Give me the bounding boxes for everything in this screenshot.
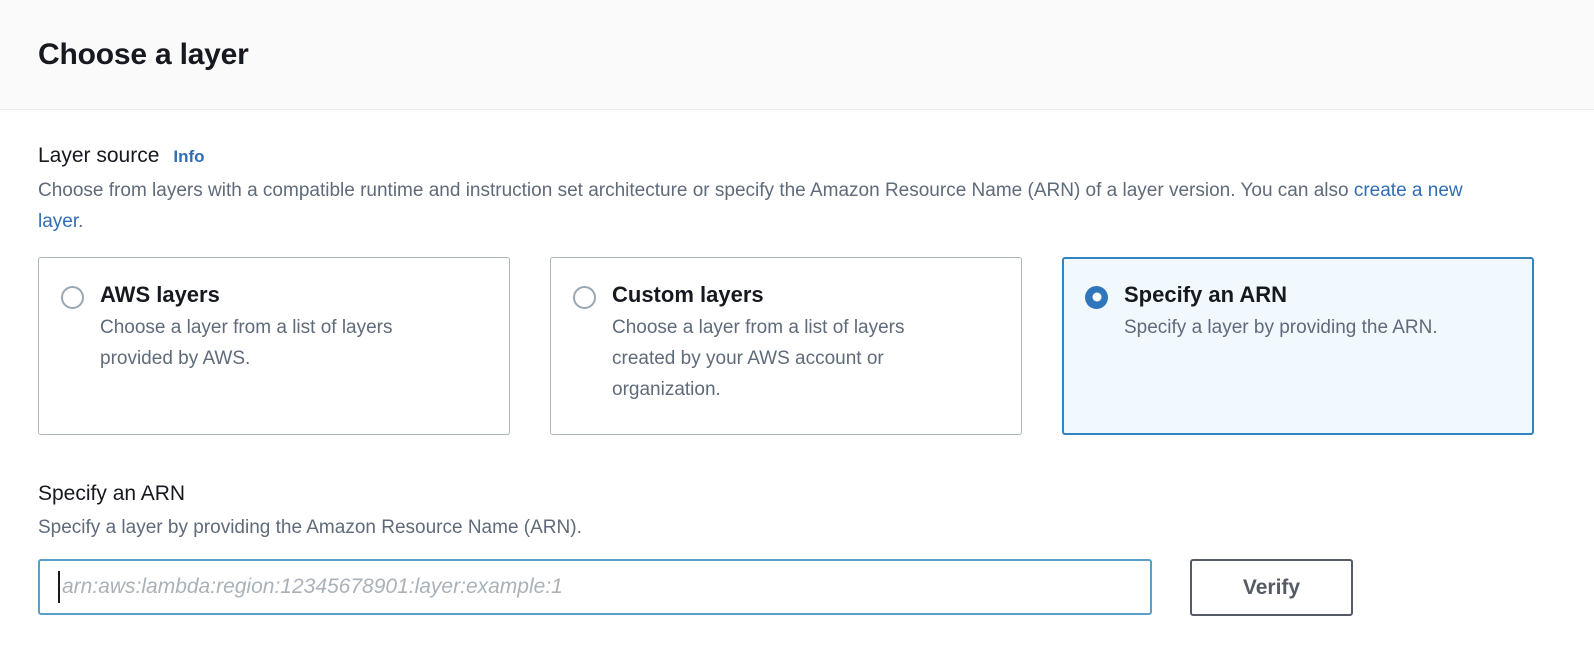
radio-tile-description: Choose a layer from a list of layers pro… bbox=[100, 316, 393, 369]
layer-source-description: Choose from layers with a compatible run… bbox=[38, 176, 1498, 238]
radio-dot-icon bbox=[1092, 292, 1101, 302]
page-title: Choose a layer bbox=[38, 37, 249, 71]
arn-input-wrapper bbox=[38, 559, 1152, 616]
radio-tile-label: Specify an ARN bbox=[1124, 281, 1288, 307]
layer-source-description-text-1: Choose from layers with a compatible run… bbox=[38, 180, 1354, 202]
radio-tile-description: Choose a layer from a list of layers cre… bbox=[612, 316, 905, 400]
radio-tile-specify-an-arn-text: Specify an ARN Specify a layer by provid… bbox=[1124, 282, 1438, 344]
specify-arn-heading: Specify an ARN bbox=[38, 481, 186, 505]
radio-tile-specify-an-arn[interactable]: Specify an ARN Specify a layer by provid… bbox=[1062, 256, 1534, 435]
layer-source-label: Layer source bbox=[38, 144, 160, 167]
specify-arn-section: Specify an ARN Specify a layer by provid… bbox=[38, 481, 1556, 617]
verify-button[interactable]: Verify bbox=[1190, 559, 1353, 617]
arn-input[interactable] bbox=[38, 559, 1152, 616]
layer-source-description-text-2: . bbox=[78, 210, 84, 232]
info-link[interactable]: Info bbox=[173, 147, 205, 166]
radio-tile-aws-layers-text: AWS layers Choose a layer from a list of… bbox=[100, 282, 460, 375]
layer-source-radio-group: AWS layers Choose a layer from a list of… bbox=[38, 256, 1556, 435]
radio-tile-description: Specify a layer by providing the ARN. bbox=[1124, 316, 1438, 338]
radio-icon-aws-layers[interactable] bbox=[61, 285, 84, 309]
create-a-new-layer-link[interactable]: create a new layer bbox=[38, 180, 1463, 232]
radio-tile-aws-layers[interactable]: AWS layers Choose a layer from a list of… bbox=[38, 256, 510, 435]
radio-icon-custom-layers[interactable] bbox=[573, 285, 596, 309]
radio-tile-custom-layers-text: Custom layers Choose a layer from a list… bbox=[612, 282, 972, 406]
specify-arn-description: Specify a layer by providing the Amazon … bbox=[38, 516, 582, 538]
radio-tile-custom-layers[interactable]: Custom layers Choose a layer from a list… bbox=[550, 256, 1022, 435]
specify-arn-input-row: Verify bbox=[38, 559, 1556, 617]
radio-icon-specify-an-arn[interactable] bbox=[1085, 285, 1108, 309]
panel-header: Choose a layer bbox=[0, 0, 1594, 110]
text-caret bbox=[58, 571, 60, 604]
radio-tile-label: AWS layers bbox=[100, 281, 220, 307]
layer-source-label-row: Layer source Info bbox=[38, 144, 1556, 167]
panel-body: Layer source Info Choose from layers wit… bbox=[0, 110, 1594, 617]
radio-tile-label: Custom layers bbox=[612, 281, 764, 307]
